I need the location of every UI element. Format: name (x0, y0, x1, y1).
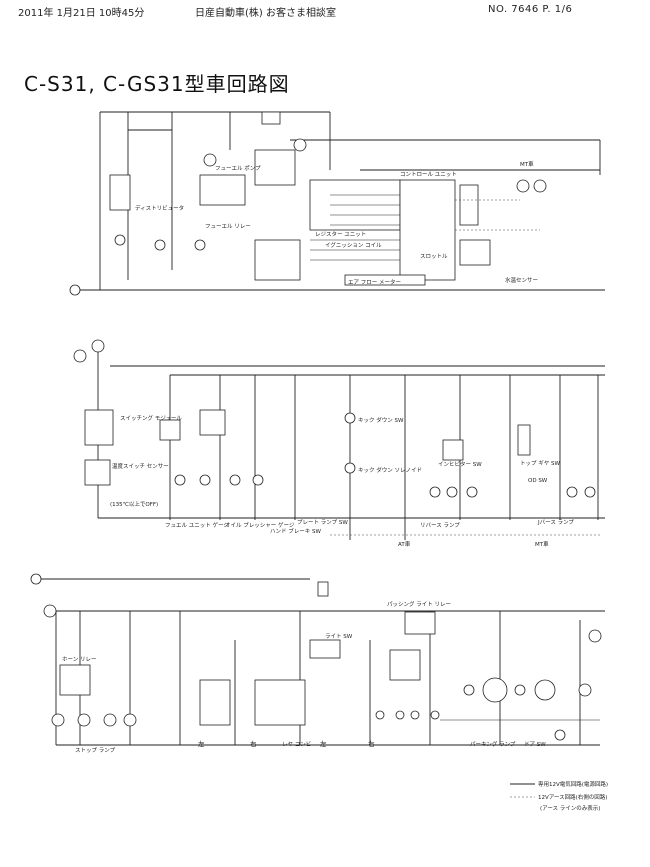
rear-combo-label: レヤ コンビ (282, 740, 312, 748)
resistor-label: レジスター ユニット (315, 230, 366, 238)
legend-line-1: 専用12V電気回路(電源回路) (538, 780, 608, 788)
oil-gauge-label: オイル プレッシャー ゲージ (225, 521, 295, 529)
light-sw-label: ライト SW (325, 633, 353, 640)
at-label: AT車 (398, 540, 411, 548)
fuel-relay-label: フューエル リレー (205, 223, 251, 230)
fax-header-sender: 日産自動車(株) お客さま相談室 (195, 8, 336, 19)
left-label-2: 左 (320, 739, 327, 748)
right-label-2: 右 (368, 739, 375, 748)
section-2-gauges-at: スイッチング モジュール 温度スイッチ センサー (135℃以上でOFF) フュ… (73, 339, 605, 548)
legend-line-2: 12Vアース回路(右側の回路) (538, 793, 607, 801)
temp-sensor-note: (135℃以上でOFF) (110, 500, 158, 508)
ground-icon (69, 284, 81, 296)
control-unit (399, 179, 456, 281)
passing-relay-label: パッシング ライト リレー (387, 600, 451, 608)
parking-lamp-label: パーキング ランプ (470, 740, 516, 748)
section-1-ignition-fuel: コントロール ユニット フューエル ポンプ レジスター ユニット イグニッション… (69, 111, 605, 296)
fax-header-page: NO. 7646 P. 1/6 (488, 4, 573, 15)
top-sw-label: トップ ギヤ SW (520, 460, 560, 467)
stop-lamp-label: ストップ ランプ (75, 747, 116, 754)
kickdown-solenoid-label: キック ダウン ソレノイド (358, 466, 422, 474)
switching-module-label: スイッチング モジュール (120, 414, 182, 422)
fuel-pump-label: フューエル ポンプ (215, 165, 261, 172)
ignition-coil-label: イグニッション コイル (325, 241, 382, 249)
air-flow-meter-label: エア フロー メーター (348, 278, 401, 286)
legend-line-3: (アース ラインのみ表示) (540, 804, 600, 812)
right-label-1: 右 (250, 739, 257, 748)
mt-label-2: MT車 (535, 540, 549, 548)
legend: 専用12V電気回路(電源回路) 12Vアース回路(右側の回路) (アース ライン… (510, 780, 608, 812)
distributor-label: ディストリビュータ (135, 204, 184, 212)
page-title: C-S31, C-GS31型車回路図 (24, 72, 290, 96)
j-reverse-label: Jバース ランプ (537, 519, 574, 526)
door-sw-label: ドア SW (524, 741, 546, 748)
reverse-lamp-label: リバース ランプ (420, 522, 460, 529)
left-label-1: 左 (198, 739, 205, 748)
horn-relay (59, 664, 91, 696)
fax-header-date: 2011年 1月21日 10時45分 (18, 8, 145, 19)
section-3-lighting: パッシング ライト リレー ライト SW ホーン リレー ストップ ランプ 左 … (30, 573, 605, 754)
mt-label-1: MT車 (520, 160, 534, 168)
water-temp-label: 水温センサー (505, 276, 538, 284)
horn-relay-label: ホーン リレー (62, 656, 96, 663)
control-unit-label: コントロール ユニット (400, 171, 457, 178)
inhibitor-sw-label: インヒビター SW (438, 460, 482, 468)
fuel-gauge-label: フュエル ユニット ゲージ (165, 521, 229, 529)
temp-switch-label: 温度スイッチ センサー (112, 462, 169, 470)
fuse-icon (261, 111, 281, 125)
kickdown-sw-label: キック ダウン SW (358, 416, 404, 424)
plate-lamp-sw-label: プレート ランプ SW (297, 519, 348, 526)
handbrake-sw-label: ハンド ブレーキ SW (270, 527, 321, 535)
od-sw-label: OD SW (528, 478, 548, 484)
throttle-label: スロットル (420, 253, 448, 260)
